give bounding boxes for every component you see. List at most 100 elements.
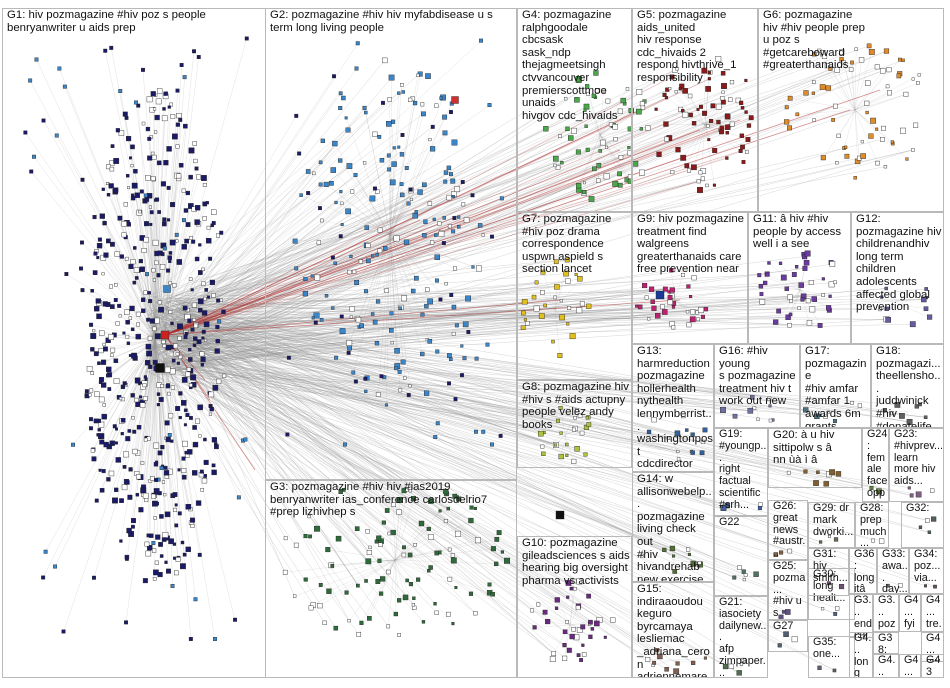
graph-edge: [173, 311, 678, 434]
graph-edge: [285, 559, 396, 573]
graph-node: [157, 300, 162, 305]
graph-node: [345, 127, 351, 133]
graph-node: [449, 172, 453, 177]
graph-node: [555, 164, 561, 170]
graph-edge: [164, 331, 469, 336]
graph-node: [173, 343, 179, 349]
graph-node: [105, 337, 111, 343]
graph-edge: [137, 339, 156, 405]
graph-edge: [175, 298, 370, 553]
group-box-g13: G13: harmreduction pozmagazine hollerhea…: [632, 344, 714, 472]
graph-node: [451, 331, 456, 336]
graph-node: [691, 121, 697, 126]
graph-node: [184, 331, 188, 336]
graph-edge: [854, 109, 883, 140]
graph-edge: [599, 101, 609, 136]
graph-node: [192, 318, 196, 322]
graph-node: [618, 154, 624, 160]
graph-edge: [149, 301, 400, 601]
graph-edge: [175, 312, 295, 597]
graph-edge: [160, 107, 365, 335]
graph-node: [746, 123, 752, 128]
graph-node: [427, 569, 431, 573]
graph-edge: [164, 157, 684, 336]
graph-edge: [339, 160, 391, 236]
graph-node: [136, 322, 140, 327]
graph-edge: [672, 659, 694, 664]
graph-node: [729, 79, 735, 85]
graph-edge: [165, 353, 782, 618]
graph-node: [596, 162, 602, 168]
graph-edge: [704, 105, 714, 126]
graph-edge: [173, 347, 447, 495]
graph-edge: [166, 347, 613, 621]
graph-edge: [182, 174, 356, 315]
graph-node: [168, 251, 173, 255]
graph-edge: [181, 302, 568, 623]
graph-node: [399, 182, 404, 186]
graph-edge: [164, 153, 300, 336]
graph-node: [411, 603, 416, 607]
group-box-g36: G36: long itâ s...: [849, 548, 877, 594]
graph-edge: [168, 345, 700, 564]
group-box-g28: G28: prep much...: [855, 502, 889, 548]
graph-edge: [153, 362, 437, 554]
graph-edge: [181, 139, 883, 304]
graph-edge: [168, 314, 556, 446]
graph-edge: [145, 322, 753, 398]
graph-edge: [151, 353, 325, 623]
graph-node: [119, 498, 124, 503]
group-box-g38: G38: les...: [873, 632, 899, 654]
graph-node: [200, 356, 206, 362]
graph-node: [705, 183, 709, 188]
graph-edge: [156, 353, 562, 434]
graph-node: [181, 244, 187, 250]
graph-edge: [759, 274, 801, 291]
graph-edge: [63, 334, 166, 632]
graph-node: [397, 633, 401, 637]
graph-node: [114, 251, 120, 257]
graph-edge: [169, 296, 593, 630]
graph-node: [411, 288, 416, 294]
graph-edge: [899, 304, 927, 309]
graph-edge: [145, 339, 156, 380]
graph-node: [167, 391, 171, 396]
graph-edge: [184, 98, 566, 339]
graph-edge: [183, 217, 445, 320]
graph-edge: [388, 533, 396, 561]
graph-edge: [164, 334, 400, 373]
graph-node: [156, 273, 161, 278]
graph-node: [438, 509, 442, 513]
graph-node: [571, 127, 577, 134]
graph-node: [144, 541, 150, 547]
graph-node: [123, 202, 128, 207]
graph-node: [89, 388, 94, 393]
graph-edge: [555, 134, 601, 159]
graph-node: [146, 533, 151, 538]
graph-edge: [162, 306, 936, 587]
graph-node: [181, 468, 187, 474]
graph-edge: [154, 339, 185, 555]
graph-node: [553, 155, 559, 162]
graph-node: [192, 141, 197, 146]
graph-edge: [389, 121, 394, 236]
graph-edge: [98, 339, 156, 421]
graph-node: [118, 130, 125, 136]
graph-edge: [164, 219, 421, 336]
graph-edge: [183, 352, 431, 568]
graph-edge: [168, 298, 924, 300]
graph-node: [130, 393, 135, 398]
graph-node: [133, 267, 140, 273]
graph-node: [132, 448, 138, 455]
graph-node: [446, 506, 450, 511]
graph-edge: [584, 110, 601, 136]
graph-edge: [167, 311, 688, 321]
graph-node: [91, 456, 97, 462]
graph-node: [344, 116, 348, 120]
graph-edge: [389, 139, 431, 236]
graph-edge: [163, 336, 497, 540]
graph-edge: [154, 350, 554, 654]
graph-node: [574, 97, 580, 103]
graph-edge: [154, 361, 882, 542]
graph-edge: [166, 359, 740, 674]
